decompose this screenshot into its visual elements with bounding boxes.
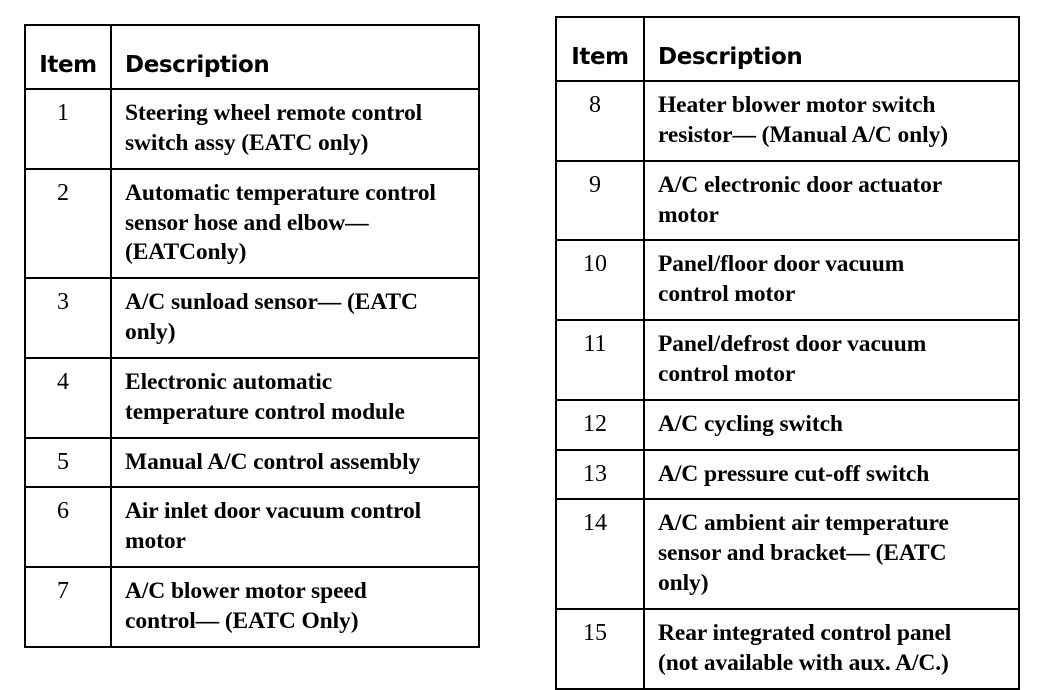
table-row: 8 Heater blower motor switch resistor— (Ma… — [555, 80, 1020, 162]
item-description-cell: Rear integrated control panel (not availa… — [643, 607, 1020, 690]
description-line: Air inlet door vacuum control — [125, 498, 422, 525]
item-description-cell: A/C electronic door actuator motor — [643, 159, 1020, 242]
item-number-cell: 3 — [24, 277, 112, 359]
description-line: A/C electronic door actuator — [658, 171, 943, 198]
table-row: 12 A/C cycling switch — [555, 398, 1020, 451]
table-header-left: Item Description — [24, 24, 480, 90]
description-line: control motor — [658, 360, 796, 387]
item-number-cell: 12 — [555, 398, 645, 451]
item-description-cell: Steering wheel remote control switch assy… — [110, 88, 480, 170]
table-row: 4 Electronic automatic temperature control… — [24, 356, 480, 439]
description-line: A/C pressure cut-off switch — [658, 460, 930, 487]
description-line: sensor hose and elbow— — [125, 209, 369, 236]
description-line: A/C cycling switch — [658, 410, 843, 437]
item-description-cell: Panel/floor door vacuum control motor — [643, 239, 1020, 322]
header-row: Item Description — [555, 16, 1020, 82]
item-number-cell: 7 — [24, 566, 112, 648]
item-description-cell: A/C sunload sensor— (EATC only) — [110, 277, 480, 359]
description-line: motor — [125, 528, 186, 555]
description-line: sensor and bracket— (EATC — [658, 540, 947, 567]
table-row: 5 Manual A/C control assembly — [24, 436, 480, 489]
description-line: control— (EATC Only) — [125, 607, 359, 634]
item-number-cell: 9 — [555, 159, 645, 242]
item-number-cell: 5 — [24, 436, 112, 489]
table-row: 1 Steering wheel remote control switch ass… — [24, 88, 480, 170]
description-line: Heater blower motor switch — [658, 92, 936, 118]
table-row: 9 A/C electronic door actuator motor — [555, 159, 1020, 242]
item-description-cell: A/C ambient air temperature sensor and br… — [643, 498, 1020, 610]
description-line: switch assy (EATC only) — [125, 129, 369, 156]
item-number-cell: 11 — [555, 319, 645, 401]
description-line: A/C ambient air temperature — [658, 510, 949, 537]
table-row: 14 A/C ambient air temperature sensor and … — [555, 498, 1020, 610]
item-number-cell: 8 — [555, 80, 645, 162]
item-description-cell: Manual A/C control assembly — [110, 436, 480, 489]
description-line: Panel/floor door vacuum — [658, 251, 905, 278]
item-number-cell: 2 — [24, 167, 112, 280]
description-line: Manual A/C control assembly — [125, 448, 421, 475]
item-description-cell: Air inlet door vacuum control motor — [110, 486, 480, 569]
item-number-cell: 14 — [555, 498, 645, 610]
description-line: motor — [658, 201, 719, 228]
item-description-cell: A/C pressure cut-off switch — [643, 448, 1020, 501]
item-description-cell: Automatic temperature control sensor hose… — [110, 167, 480, 280]
column-header-description: Description — [643, 16, 1020, 82]
item-number-cell: 13 — [555, 448, 645, 501]
description-line: Steering wheel remote control — [125, 100, 423, 126]
description-line: A/C sunload sensor— (EATC — [125, 289, 418, 316]
item-description-cell: A/C cycling switch — [643, 398, 1020, 451]
column-header-item: Item — [24, 24, 112, 90]
description-line: resistor— (Manual A/C only) — [658, 121, 948, 148]
item-description-cell: Heater blower motor switch resistor— (Man… — [643, 80, 1020, 162]
item-number-cell: 10 — [555, 239, 645, 322]
column-header-description: Description — [110, 24, 480, 90]
description-line: Electronic automatic — [125, 368, 333, 395]
description-line: temperature control module — [125, 398, 405, 425]
column-header-item: Item — [555, 16, 645, 82]
table-row: 10 Panel/floor door vacuum control motor — [555, 239, 1020, 322]
description-line: (not available with aux. A/C.) — [658, 649, 949, 676]
description-line: Panel/defrost door vacuum — [658, 331, 927, 358]
table-body-left: 1 Steering wheel remote control switch ass… — [24, 88, 480, 648]
table-body-right: 8 Heater blower motor switch resistor— (Ma… — [555, 80, 1020, 690]
table-row: 3 A/C sunload sensor— (EATC only) — [24, 277, 480, 359]
description-line: A/C blower motor speed — [125, 578, 367, 605]
description-line: Rear integrated control panel — [658, 619, 952, 646]
description-line: Automatic temperature control — [125, 179, 436, 206]
table-row: 6 Air inlet door vacuum control motor — [24, 486, 480, 569]
item-number-cell: 4 — [24, 356, 112, 439]
description-line: control motor — [658, 281, 796, 308]
item-number-cell: 6 — [24, 486, 112, 569]
item-description-cell: Electronic automatic temperature control … — [110, 356, 480, 439]
item-number-cell: 15 — [555, 607, 645, 690]
description-line: only) — [125, 319, 176, 346]
table-row: 13 A/C pressure cut-off switch — [555, 448, 1020, 501]
description-line: (EATConly) — [125, 239, 247, 266]
description-line: only) — [658, 570, 709, 597]
item-number-cell: 1 — [24, 88, 112, 170]
table-row: 15 Rear integrated control panel (not avai… — [555, 607, 1020, 690]
header-row: Item Description — [24, 24, 480, 90]
table-row: 2 Automatic temperature control sensor hos… — [24, 167, 480, 280]
table-header-right: Item Description — [555, 16, 1020, 82]
